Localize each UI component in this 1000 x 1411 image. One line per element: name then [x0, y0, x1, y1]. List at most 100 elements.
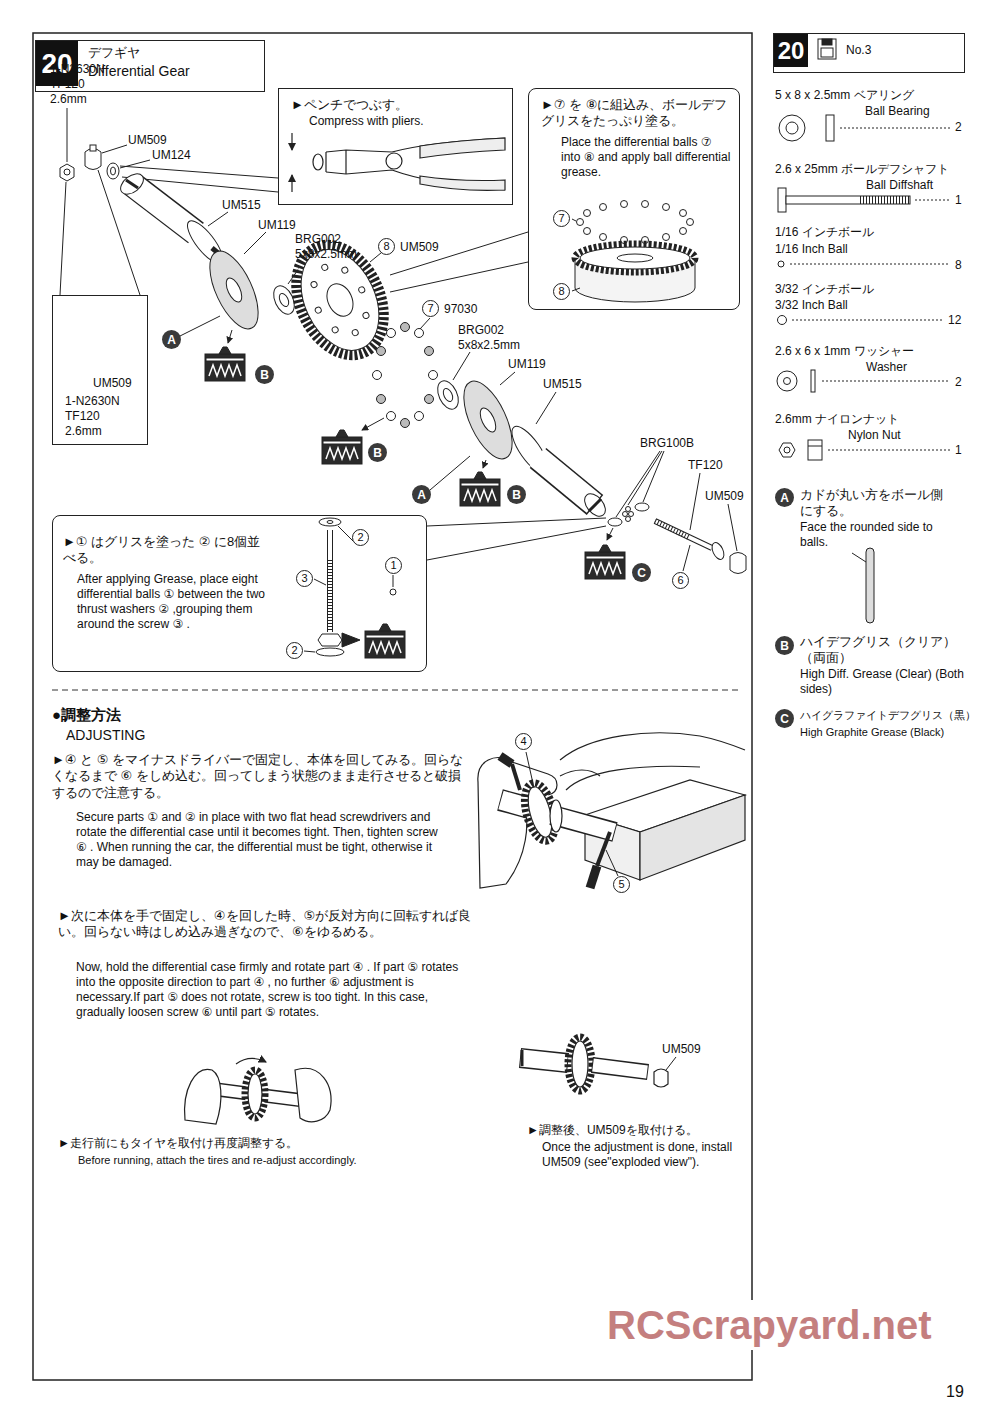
section-heading: ●調整方法 [52, 706, 121, 725]
ball-gear-drawing [600, 234, 607, 241]
pliers-drawing [291, 133, 292, 150]
ball-gear-drawing [663, 234, 670, 241]
exploded-view [607, 528, 613, 540]
parts-list-drawings [779, 443, 795, 457]
parts-list-drawings [792, 320, 944, 321]
text-label: High Graphite Grease (Black) [800, 726, 944, 740]
pliers-drawing [420, 176, 505, 190]
text-label: 3/32 インチボール [775, 282, 874, 297]
pliers-drawing [326, 170, 505, 190]
parts-list-drawings [777, 371, 797, 391]
text-label: UM509 [400, 240, 439, 255]
ball-gear-drawing [577, 219, 584, 226]
ball-gear-drawing [680, 210, 687, 217]
text-label: 1-N2630N TF120 2.6mm [50, 62, 122, 107]
exploded-view [90, 145, 96, 151]
callout-number: 7 [553, 210, 570, 227]
thrust-drawing [390, 589, 396, 595]
node-text: No.3 [846, 43, 871, 58]
text-label: 1/16 Inch Ball [775, 242, 848, 257]
ball-gear-drawing [580, 247, 690, 269]
marker-letter: A [775, 488, 794, 507]
parts-list-drawings [808, 440, 822, 460]
exploded-view [67, 108, 68, 162]
hands-illustration [236, 1058, 266, 1064]
parts-list-drawings [828, 450, 950, 451]
text-label: UM119 [508, 357, 546, 372]
thrust-drawing [393, 575, 394, 587]
exploded-view [85, 149, 101, 170]
parts-list-drawings [811, 370, 815, 392]
exploded-view [60, 182, 66, 295]
text-label: 97030 [444, 302, 477, 317]
parts-list-drawings [822, 381, 950, 382]
exploded-view [377, 395, 386, 404]
text-label: Nylon Nut [848, 428, 901, 443]
exploded-view [279, 231, 401, 370]
marker-letter: B [255, 365, 274, 384]
thrust-drawing [365, 624, 405, 658]
text-label: Face the rounded side to balls. [800, 520, 945, 550]
thrust-drawing [338, 526, 353, 541]
marker-letter: C [775, 709, 794, 728]
text-label: UM509 [705, 489, 744, 504]
thrust-drawing [327, 530, 333, 632]
exploded-view [314, 306, 322, 314]
ball-gear-drawing [687, 219, 694, 226]
thrust-drawing [316, 648, 344, 656]
text-label: 2.6mm ナイロンナット [775, 412, 899, 427]
assembled-diff [521, 1050, 524, 1066]
text-label: Once the adjustment is done, install UM5… [542, 1140, 767, 1170]
thrust-drawing [318, 634, 342, 646]
text-label: TF120 [688, 458, 723, 473]
assembled-diff [572, 1041, 588, 1087]
exploded-view [415, 412, 424, 421]
exploded-view [322, 430, 362, 464]
exploded-view [728, 504, 737, 551]
exploded-view [477, 406, 499, 435]
text-label: 3/32 Inch Ball [775, 298, 848, 313]
exploded-view [453, 352, 470, 380]
exploded-view [626, 507, 631, 512]
ball-gear-drawing [617, 254, 653, 262]
hands-illustration [248, 1074, 262, 1114]
text-label: ADJUSTING [66, 727, 145, 745]
ball-gear-drawing [663, 204, 670, 211]
parts-list-drawings [784, 447, 790, 453]
pliers-drawing [292, 133, 505, 192]
parts-list-drawings [866, 548, 874, 623]
exploded-view [120, 166, 278, 178]
step-header: 20No.3 [773, 33, 965, 73]
parts-list-drawings [808, 446, 822, 447]
parts-list-drawings [860, 196, 910, 204]
text-label: 19 [946, 1382, 964, 1402]
callout-number: 8 [378, 238, 395, 255]
text-label: 2 [955, 120, 962, 135]
exploded-view [683, 545, 690, 571]
parts-list-drawings [778, 261, 784, 267]
node-text: After applying Grease, place eight diffe… [77, 572, 269, 632]
ball-gear-drawing [572, 201, 695, 303]
ball-gear-drawing [642, 201, 649, 208]
callout-number: 5 [613, 876, 630, 893]
text-label: 2.6 x 6 x 1mm ワッシャー [775, 344, 914, 359]
exploded-view [427, 518, 606, 526]
text-label: 2 [955, 375, 962, 390]
adjusting-illustration [590, 866, 597, 888]
pliers-drawing [386, 153, 402, 169]
exploded-view [362, 311, 370, 319]
exploded-view [420, 318, 430, 329]
parts-list-drawings [822, 39, 832, 45]
exploded-view [401, 323, 410, 332]
exploded-view [401, 419, 410, 428]
exploded-view [310, 281, 318, 289]
exploded-view [107, 163, 119, 179]
assembled-diff [521, 1058, 567, 1063]
exploded-view [626, 517, 631, 522]
adjusting-illustration [478, 758, 557, 888]
adjusting-illustration [640, 795, 745, 880]
text-label: 2.6 x 25mm ボールデフシャフト [775, 162, 949, 177]
exploded-view [244, 232, 266, 254]
